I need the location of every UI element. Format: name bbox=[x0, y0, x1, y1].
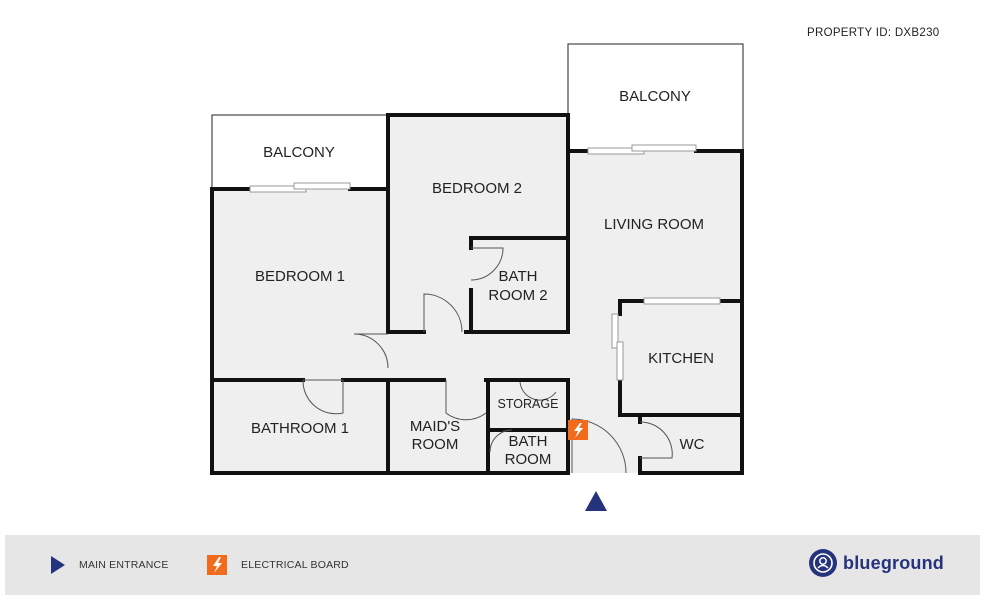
legend-electrical-board: ELECTRICAL BOARD bbox=[207, 535, 349, 595]
room-label-bedroom-2: BEDROOM 2 bbox=[432, 180, 522, 197]
property-id: PROPERTY ID: DXB230 bbox=[807, 27, 940, 39]
room-label-maids-room-line2: ROOM bbox=[412, 436, 459, 453]
room-label-wc: WC bbox=[680, 436, 705, 453]
room-label-bath-room-2-line2: ROOM 2 bbox=[488, 287, 547, 304]
triangle-icon bbox=[51, 556, 65, 574]
lightning-bolt-icon bbox=[574, 423, 583, 438]
brand-logo: blueground bbox=[809, 549, 944, 577]
room-label-maids-room-line1: MAID'S bbox=[410, 418, 460, 435]
floor-fill bbox=[212, 115, 742, 473]
electrical-board-marker bbox=[568, 420, 588, 440]
room-label-living-room: LIVING ROOM bbox=[604, 216, 704, 233]
room-label-storage: STORAGE bbox=[498, 397, 559, 411]
blueground-logo-icon bbox=[809, 549, 838, 577]
legend-bar: MAIN ENTRANCE ELECTRICAL BOARD bluegroun… bbox=[5, 535, 980, 595]
windows bbox=[249, 144, 721, 381]
room-label-balcony-right: BALCONY bbox=[619, 88, 691, 105]
legend-main-entrance: MAIN ENTRANCE bbox=[51, 535, 169, 595]
room-label-bath-room-line1: BATH bbox=[509, 433, 548, 450]
room-label-bedroom-1: BEDROOM 1 bbox=[255, 268, 345, 285]
door-swings bbox=[302, 247, 673, 474]
room-label-bath-room-2-line1: BATH bbox=[499, 268, 538, 285]
legend-main-entrance-label: MAIN ENTRANCE bbox=[79, 559, 169, 571]
lightning-bolt-icon bbox=[207, 555, 227, 575]
room-label-bath-room-line2: ROOM bbox=[505, 451, 552, 468]
room-label-balcony-left: BALCONY bbox=[263, 144, 335, 161]
legend-electrical-board-label: ELECTRICAL BOARD bbox=[241, 559, 349, 571]
brand-name: blueground bbox=[843, 552, 944, 573]
room-label-kitchen: KITCHEN bbox=[648, 350, 714, 367]
main-entrance-triangle-icon bbox=[585, 491, 607, 511]
floor-plan: BALCONY BALCONY BEDROOM 1 BEDROOM 2 BATH… bbox=[210, 43, 744, 511]
room-label-bathroom-1: BATHROOM 1 bbox=[251, 420, 349, 437]
